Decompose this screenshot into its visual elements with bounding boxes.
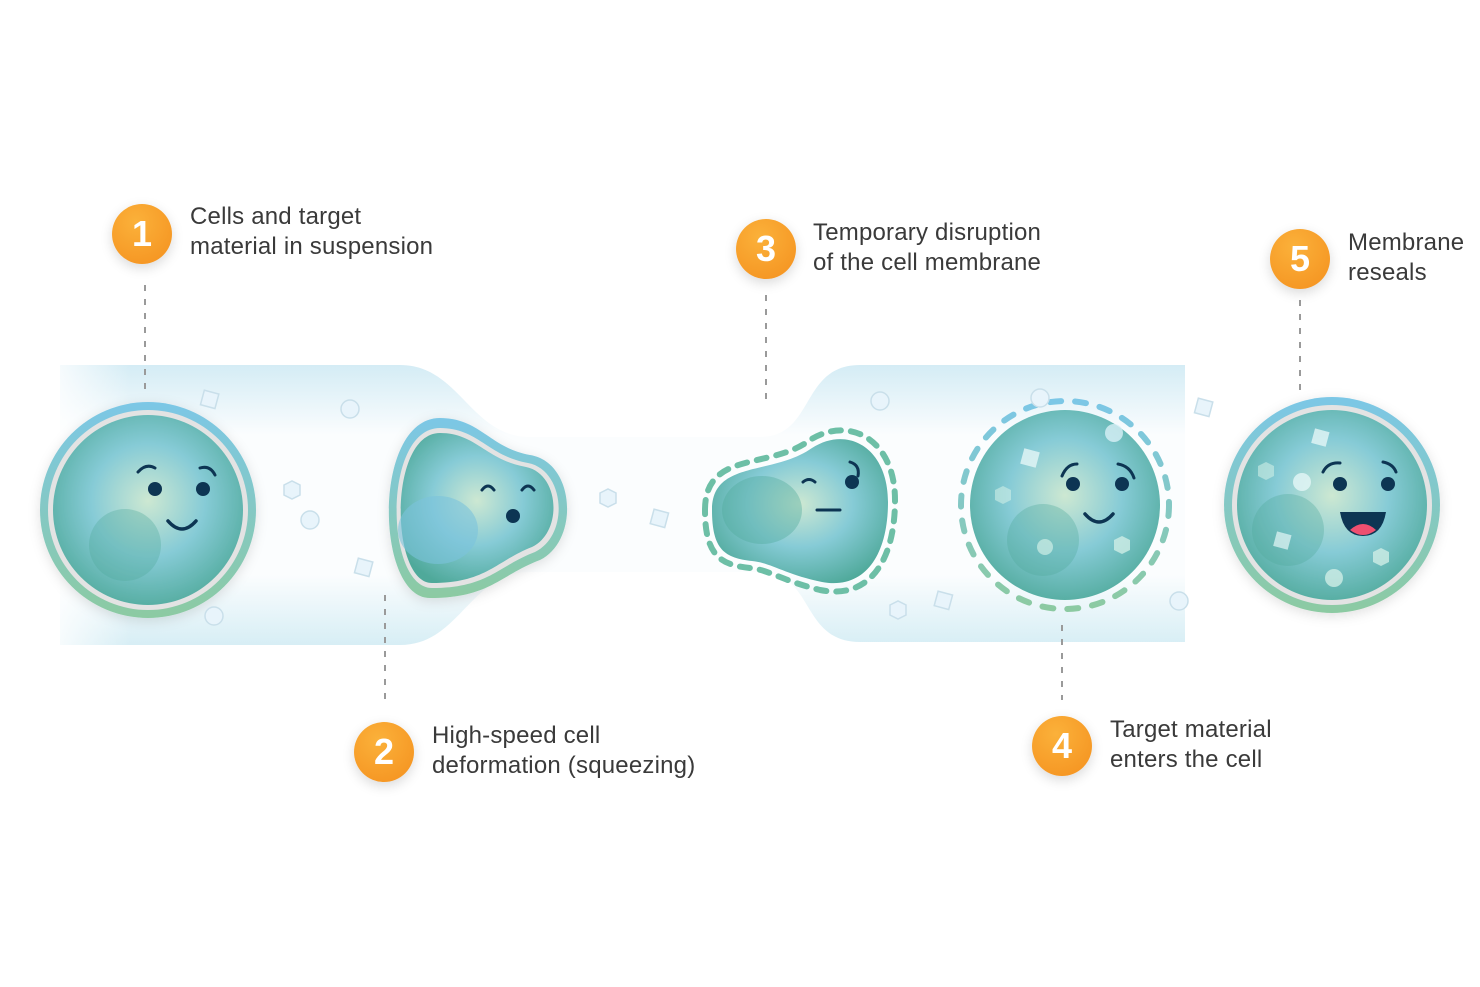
- step-5-badge: 5: [1270, 229, 1330, 289]
- microfluidic-channel: [60, 365, 1185, 645]
- step-4-line-1: Target material: [1110, 716, 1272, 743]
- cell-5-resealed: [1224, 397, 1440, 613]
- target-material-particles: [199, 388, 1214, 626]
- cell-3-disrupted: [701, 427, 899, 595]
- cell-4-uptake: [958, 398, 1172, 612]
- step-1-label: Cells and target material in suspension: [190, 202, 433, 262]
- step-4-badge: 4: [1032, 716, 1092, 776]
- step-2-badge: 2: [354, 722, 414, 782]
- step-1-line-1: Cells and target: [190, 203, 362, 230]
- connector-lines: [144, 285, 1301, 700]
- step-4-label: Target material enters the cell: [1110, 715, 1272, 775]
- cell-2-squeezed: [388, 418, 568, 598]
- step-5-line-1: Membrane: [1348, 229, 1465, 256]
- step-5-line-2: reseals: [1348, 259, 1427, 286]
- step-5-label: Membrane reseals: [1348, 228, 1464, 288]
- step-3-line-1: Temporary disruption: [813, 219, 1042, 246]
- step-2-line-2: deformation (squeezing): [432, 752, 696, 779]
- step-3-label: Temporary disruption of the cell membran…: [813, 218, 1041, 278]
- step-2-line-1: High-speed cell: [432, 722, 601, 749]
- step-4-line-2: enters the cell: [1110, 746, 1263, 773]
- cell-1-suspension: [40, 402, 256, 618]
- step-3-line-2: of the cell membrane: [813, 249, 1042, 276]
- step-2-label: High-speed cell deformation (squeezing): [432, 721, 695, 781]
- step-1-badge: 1: [112, 204, 172, 264]
- step-3-badge: 3: [736, 219, 796, 279]
- step-1-line-2: material in suspension: [190, 233, 434, 260]
